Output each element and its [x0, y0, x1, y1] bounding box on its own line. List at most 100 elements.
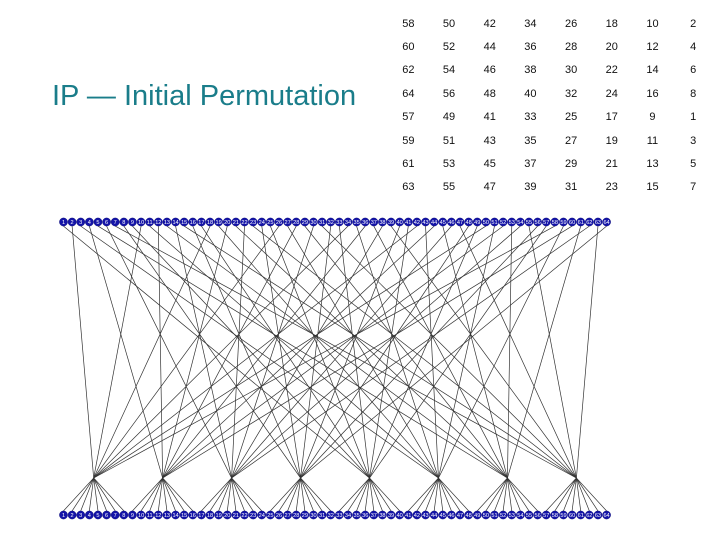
output-bit-node: 11 [145, 510, 154, 520]
input-bit-node-circle [67, 217, 77, 227]
output-bit-node-label: 40 [397, 513, 403, 519]
input-bit-node-circle [412, 217, 422, 227]
output-bit-node-label: 8 [122, 513, 125, 519]
input-bit-node-label: 30 [310, 220, 316, 226]
output-bit-node: 36 [360, 510, 370, 520]
ip-table-cell: 19 [605, 134, 618, 147]
output-bit-node-label: 5 [96, 513, 99, 519]
input-bit-node: 5 [93, 217, 103, 227]
output-bit-node-circle [154, 510, 163, 520]
output-bit-node-circle [93, 510, 103, 520]
output-bit-node-label: 26 [276, 513, 282, 519]
ip-table-cell: 30 [564, 64, 578, 77]
input-bit-node-circle [76, 217, 86, 227]
output-bit-node-label: 46 [448, 513, 454, 519]
permutation-wire [278, 225, 538, 512]
input-bit-node-label: 49 [474, 220, 480, 226]
ip-table-cell: 35 [524, 134, 537, 147]
output-bit-node-circle [386, 510, 396, 520]
ip-table-cell: 26 [564, 17, 578, 30]
ip-table-cell: 59 [402, 134, 415, 147]
output-bit-node-label: 23 [250, 513, 256, 519]
output-bit-node-label: 14 [172, 513, 178, 519]
input-bit-node-label: 51 [491, 220, 497, 226]
input-bit-node-circle [369, 217, 379, 227]
input-bit-node-label: 8 [122, 220, 125, 226]
output-bit-node-circle [85, 510, 94, 520]
output-bit-node-circle [464, 510, 473, 520]
ip-table-cell: 50 [442, 17, 456, 30]
ip-table-cell: 41 [483, 111, 496, 124]
output-bit-node-label: 3 [79, 513, 82, 519]
output-bit-node: 32 [326, 510, 336, 520]
input-bit-node-circle [507, 217, 517, 227]
output-bit-node: 49 [472, 510, 482, 520]
output-bit-node: 31 [317, 510, 327, 520]
permutation-wire [97, 225, 538, 512]
input-bit-node: 56 [533, 217, 542, 227]
output-bit-node-label: 64 [603, 513, 609, 519]
output-bit-node: 18 [205, 510, 215, 520]
ip-table-cell: 8 [690, 87, 697, 100]
output-bit-node-label: 21 [233, 513, 239, 519]
ip-table-cell: 57 [402, 111, 415, 124]
output-bit-node-circle [524, 510, 534, 520]
input-bit-node-circle [197, 217, 206, 227]
ip-table-cell: 44 [483, 41, 496, 54]
input-bit-node-label: 35 [353, 220, 359, 226]
ip-table-cell: 7 [690, 181, 697, 194]
input-bit-node-label: 17 [198, 220, 204, 226]
input-bit-node-circle [343, 217, 353, 227]
permutation-wire [270, 225, 375, 511]
output-bit-node-circle [412, 510, 422, 520]
permutation-wire [157, 225, 366, 511]
output-bit-node-circle [421, 510, 430, 520]
output-bit-node-circle [455, 510, 465, 520]
output-bit-node-circle [145, 510, 154, 520]
input-bit-node-circle [119, 217, 129, 227]
output-bit-node: 45 [438, 510, 448, 520]
input-bit-node-label: 9 [131, 220, 134, 226]
input-bit-node-circle [93, 217, 103, 227]
output-bit-node-circle [67, 510, 77, 520]
ip-table-cell: 32 [564, 87, 578, 100]
ip-table-cell: 63 [402, 181, 415, 194]
input-bit-node: 35 [352, 217, 361, 227]
ip-table-cell: 21 [605, 158, 618, 171]
output-bit-node-label: 49 [474, 513, 480, 519]
input-bit-node-label: 58 [552, 220, 558, 226]
output-bit-node: 57 [541, 510, 551, 520]
output-bit-node-label: 16 [190, 513, 196, 519]
output-bit-node: 24 [257, 510, 267, 520]
output-bit-node-label: 32 [328, 513, 334, 519]
output-bit-node: 2 [67, 510, 77, 520]
permutation-wire [89, 226, 194, 512]
output-bit-node-circle [59, 510, 68, 520]
output-bit-node: 28 [291, 510, 301, 520]
input-bit-node: 14 [171, 217, 180, 227]
input-bit-node-label: 14 [172, 220, 178, 226]
output-bit-node-circle [266, 510, 275, 520]
permutation-wire [304, 225, 513, 511]
input-bit-node-label: 47 [457, 220, 463, 226]
input-bit-node-label: 33 [336, 220, 342, 226]
input-bit-node-label: 27 [285, 220, 291, 226]
permutation-wire [416, 226, 495, 512]
input-bit-node-circle [179, 217, 189, 227]
output-bit-node: 16 [188, 510, 198, 520]
ip-table-cell: 31 [564, 181, 578, 194]
output-bit-node: 53 [507, 510, 517, 520]
output-bit-node-label: 41 [405, 513, 411, 519]
input-bit-node-circle [222, 217, 232, 227]
output-bit-node: 64 [602, 510, 611, 520]
input-bit-node-label: 28 [293, 220, 299, 226]
output-bit-node: 12 [154, 510, 163, 520]
input-bit-node-circle [550, 217, 560, 227]
output-bit-node: 7 [110, 510, 120, 520]
input-bit-node: 39 [386, 217, 396, 227]
output-bit-node: 21 [231, 510, 241, 520]
output-bit-node-label: 17 [198, 513, 204, 519]
ip-table-cell: 14 [646, 64, 659, 77]
input-bit-node-circle [498, 217, 508, 227]
input-bit-node-circle [576, 217, 586, 227]
